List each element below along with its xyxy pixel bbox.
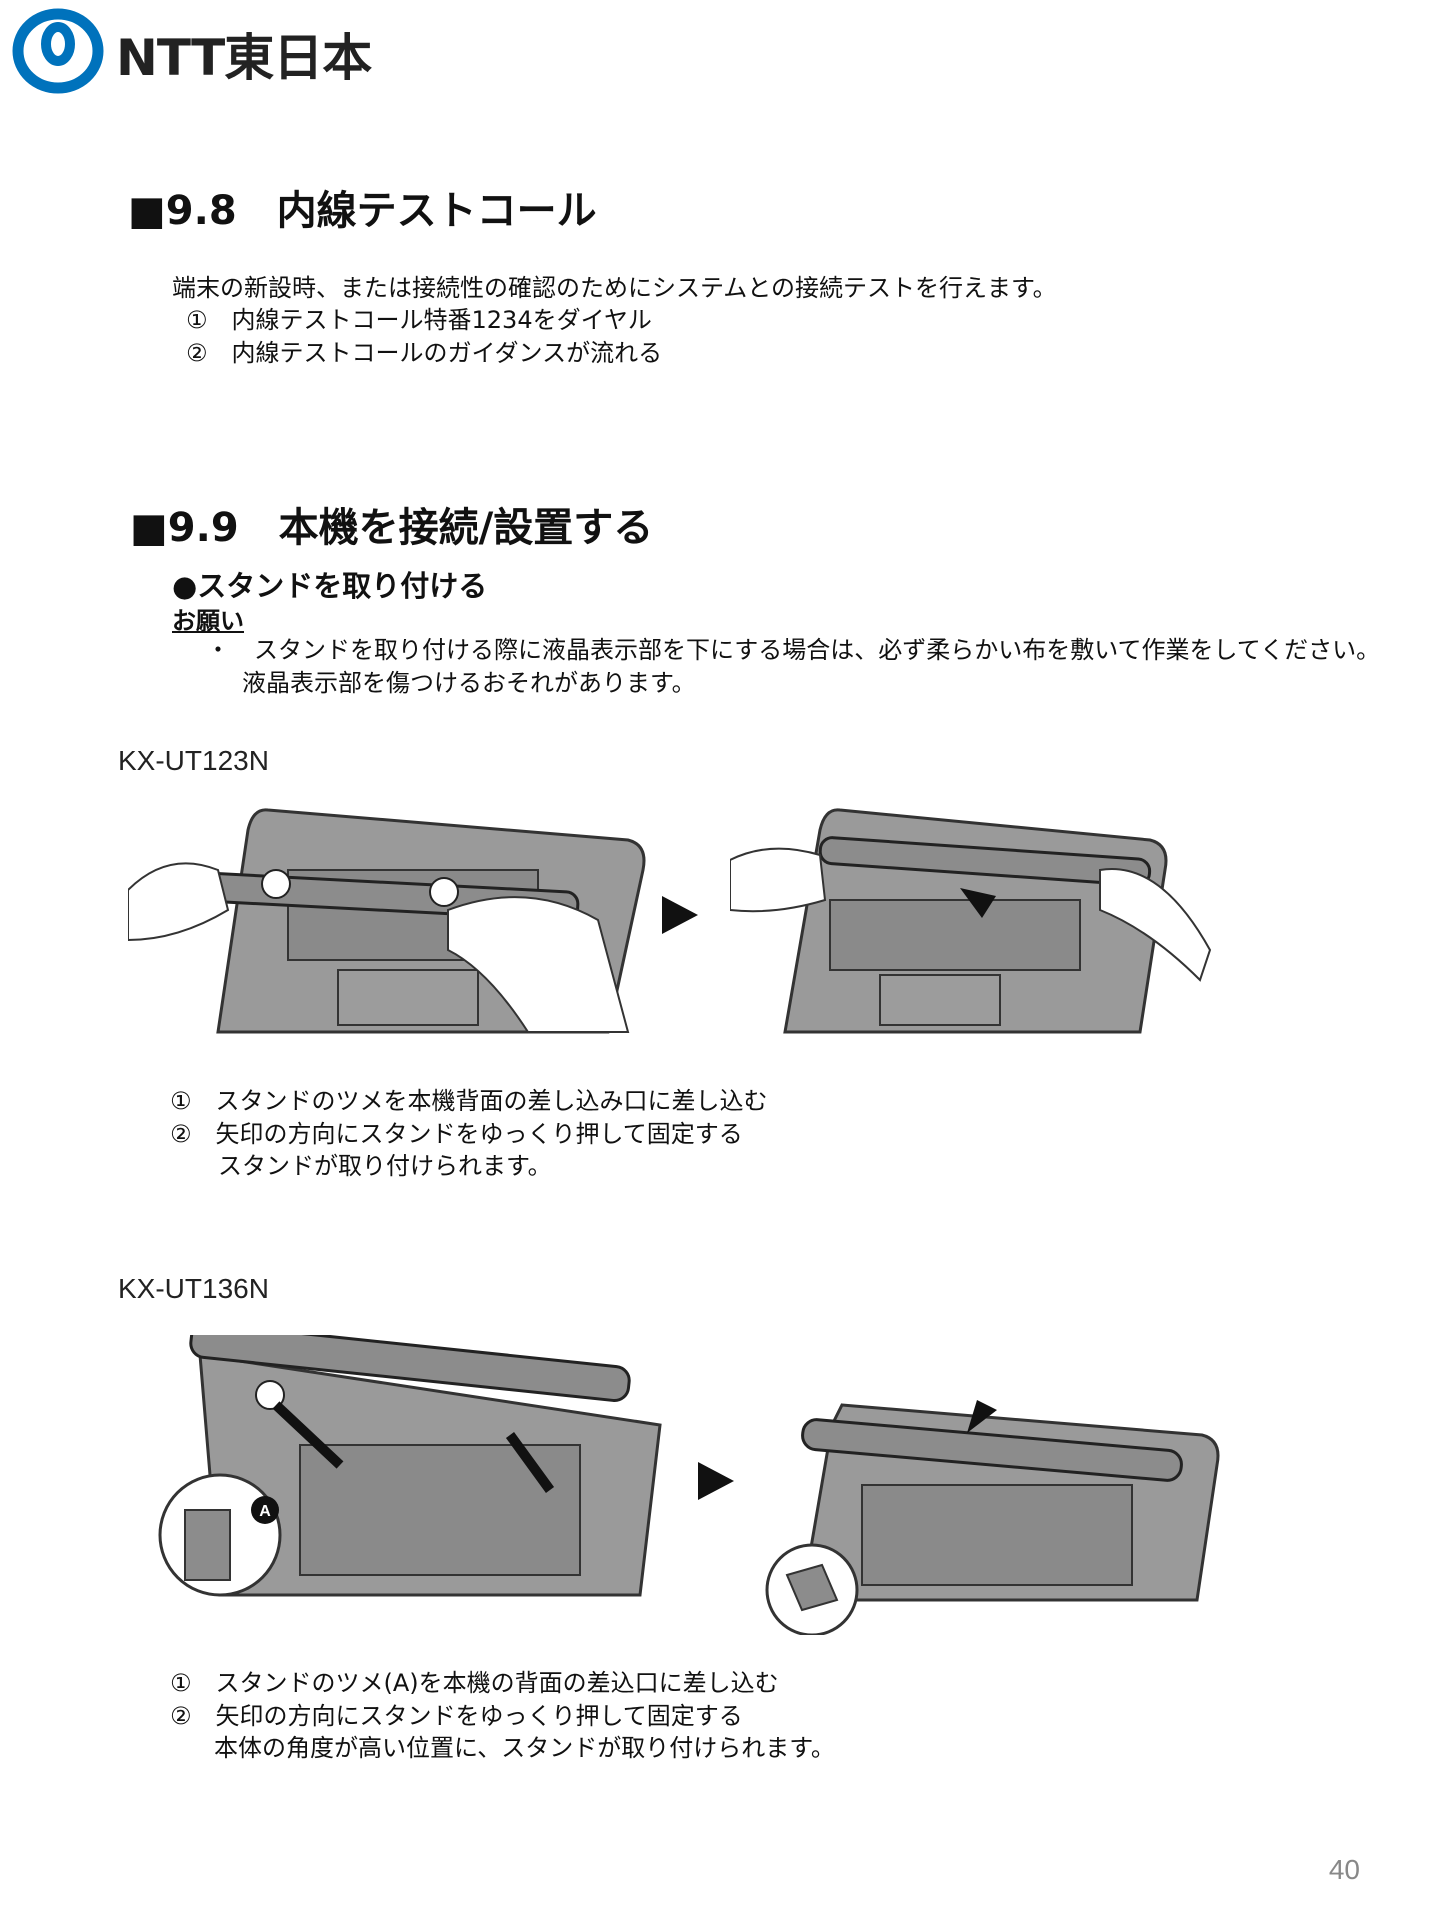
ntt-logo-icon [12, 8, 104, 94]
logo-text: NTT東日本 [116, 29, 372, 87]
stand-illustration-ut136n-step1: A [140, 1335, 700, 1625]
ut136n-step: ① スタンドのツメ(A)を本機の背面の差込口に差し込む [170, 1669, 779, 1697]
model-name-ut136n: KX-UT136N [118, 1273, 269, 1304]
sub-heading-stand: ●スタンドを取り付ける [172, 569, 488, 603]
note-line: 液晶表示部を傷つけるおそれがあります。 [242, 669, 696, 697]
callout-letter: A [259, 1503, 271, 1520]
ut123n-step: スタンドが取り付けられます。 [218, 1152, 552, 1180]
model-name-ut123n: KX-UT123N [118, 745, 269, 776]
next-step-arrow-icon [698, 1462, 734, 1500]
stand-illustration-ut123n-step1 [128, 800, 648, 1035]
section-heading-9-9: ■9.9 本機を接続/設置する [130, 505, 654, 551]
ut136n-step: ② 矢印の方向にスタンドをゆっくり押して固定する [170, 1702, 743, 1730]
ut136n-step: 本体の角度が高い位置に、スタンドが取り付けられます。 [214, 1734, 835, 1762]
page-number: 40 [1328, 1854, 1360, 1885]
ut123n-step: ② 矢印の方向にスタンドをゆっくり押して固定する [170, 1120, 743, 1148]
note-label: お願い [172, 607, 244, 635]
ut123n-step: ① スタンドのツメを本機背面の差し込み口に差し込む [170, 1087, 768, 1115]
stand-illustration-ut136n-step2 [742, 1395, 1242, 1635]
section-9-8-step: ② 内線テストコールのガイダンスが流れる [186, 339, 663, 367]
section-9-8-step: ① 内線テストコール特番1234をダイヤル [186, 306, 652, 334]
note-line: ・ スタンドを取り付ける際に液晶表示部を下にする場合は、必ず柔らかい布を敷いて作… [206, 636, 1381, 664]
next-step-arrow-icon [662, 896, 698, 934]
section-9-8-intro: 端末の新設時、または接続性の確認のためにシステムとの接続テストを行えます。 [172, 274, 1057, 302]
stand-illustration-ut123n-step2 [730, 800, 1220, 1035]
section-heading-9-8: ■9.8 内線テストコール [128, 188, 597, 234]
